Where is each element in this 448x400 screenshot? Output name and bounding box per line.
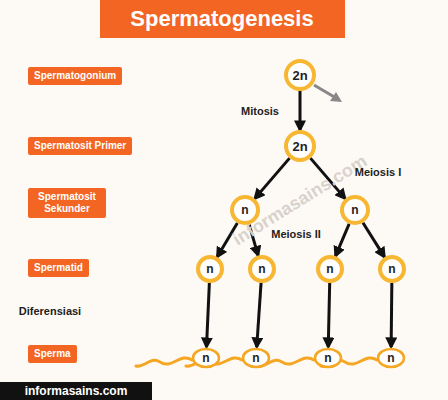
cell-circle: n: [316, 255, 344, 283]
arrow: [363, 223, 385, 257]
arrow: [299, 91, 302, 130]
node-text: Spermatogonium: [34, 70, 116, 82]
node-text: n: [351, 203, 358, 217]
node-text: n: [258, 262, 265, 276]
cell-circle: n: [378, 255, 406, 283]
cell-circle: n: [248, 255, 276, 283]
division-label: Meiosis I: [355, 166, 401, 178]
stage-label: Spermatid: [28, 259, 89, 277]
stage-label: Spermatogonium: [28, 67, 122, 85]
stage-label: Spermatosit Sekunder: [28, 188, 106, 218]
node-text: 2n: [292, 68, 307, 83]
cell-circle: n: [340, 195, 370, 225]
sperm-head: n: [191, 347, 221, 369]
cell-circle: n: [196, 255, 224, 283]
node-text: 2n: [292, 139, 307, 154]
cell-circle: 2n: [284, 59, 316, 91]
watermark: informasains.com: [25, 384, 128, 398]
node-text: n: [387, 351, 394, 365]
division-label: Meiosis II: [271, 228, 321, 240]
node-text: Sperma: [34, 348, 71, 360]
node-text: n: [206, 262, 213, 276]
arrow: [206, 283, 209, 347]
node-text: Spermatosit Primer: [34, 140, 126, 152]
cell-circle: n: [230, 195, 260, 225]
title-banner: [100, 0, 345, 38]
division-label: Mitosis: [241, 105, 279, 117]
node-text: n: [252, 351, 259, 365]
node-text: n: [241, 203, 248, 217]
sperm-head: n: [241, 347, 271, 369]
node-text: n: [324, 351, 331, 365]
watermark-banner: [0, 382, 152, 400]
arrow: [255, 158, 290, 198]
title: Spermatogenesis: [130, 6, 313, 32]
process-label: Diferensiasi: [19, 305, 81, 317]
self-renewal-arrow: [314, 85, 342, 102]
cell-circle: 2n: [284, 130, 316, 162]
arrow: [335, 224, 349, 256]
sperm-head: n: [313, 347, 343, 369]
node-text: n: [388, 262, 395, 276]
stage-label: Spermatosit Primer: [28, 137, 132, 155]
sperm-head: n: [376, 347, 406, 369]
stage-label: Sperma: [28, 345, 77, 363]
node-text: n: [326, 262, 333, 276]
arrow: [257, 283, 261, 347]
node-text: n: [202, 351, 209, 365]
node-text: Spermatid: [34, 262, 83, 274]
arrow: [328, 283, 329, 347]
node-text: Spermatosit Sekunder: [34, 191, 100, 215]
arrow: [390, 283, 394, 347]
